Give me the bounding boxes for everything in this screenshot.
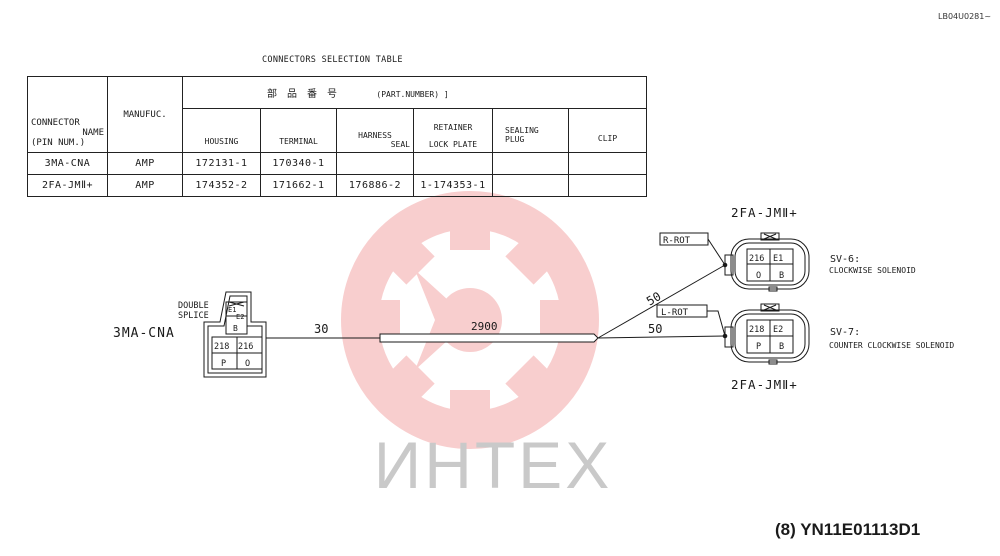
cell-harness-seal: 176886-2 (336, 174, 414, 197)
bottom-pin-b: E2 (773, 325, 783, 335)
header-housing: HOUSING (182, 108, 261, 153)
header-part-number: 部 品 番 号 (PART.NUMBER) ] (181, 76, 648, 109)
table-title: CONNECTORS SELECTION TABLE (262, 55, 403, 65)
splice-label-line2: SPLICE (178, 311, 209, 321)
bottom-pin-c: P (756, 342, 761, 352)
table-header-row-2: HOUSING TERMINAL HARNESS SEAL RETAINER L… (28, 108, 648, 153)
left-pin-e1: E1 (228, 306, 236, 314)
bottom-connector-body (724, 303, 810, 365)
watermark-gear-icon (341, 191, 599, 449)
top-connector-name: 2FA-JMⅡ+ (731, 205, 798, 220)
top-tag: R-ROT (663, 236, 691, 246)
table-header-row-1: CONNECTOR NAME (PIN NUM.) MANUFUC. 部 品 番… (27, 76, 648, 153)
header-terminal: TERMINAL (260, 108, 337, 153)
cell-housing: 174352-2 (182, 174, 261, 197)
connectors-selection-table: CONNECTOR NAME (PIN NUM.) MANUFUC. 部 品 番… (27, 76, 648, 197)
left-pin-216: 216 (238, 342, 253, 352)
cell-clip (567, 174, 648, 197)
wire-harness (266, 262, 728, 343)
top-pin-d: B (779, 271, 784, 281)
bottom-solenoid-id: SV-7: (830, 327, 860, 338)
header-retainer: RETAINER LOCK PLATE (413, 108, 493, 153)
top-solenoid-id: SV-6: (830, 254, 860, 265)
bottom-tag: L-ROT (661, 308, 689, 318)
branch-length-upper: 50 (644, 289, 664, 308)
cell-clip (567, 152, 648, 175)
cell-harness-seal (336, 152, 414, 175)
cell-connector: 3MA-CNA (27, 152, 108, 175)
header-clip: CLIP (567, 108, 648, 153)
splice-label-line1: DOUBLE (178, 301, 209, 311)
left-pin-e2: E2 (236, 313, 244, 321)
top-pin-c: O (756, 271, 761, 281)
left-pin-218: 218 (214, 342, 229, 352)
left-connector-3ma-cna (203, 291, 267, 378)
cell-connector: 2FA-JMⅡ+ (27, 174, 108, 197)
bottom-pin-a: 218 (749, 325, 764, 335)
bottom-solenoid-desc: COUNTER CLOCKWISE SOLENOID (829, 341, 954, 350)
cell-sealing-plug (492, 152, 569, 175)
document-code: LB04U0281~ (938, 12, 992, 21)
top-pin-b: E1 (773, 254, 783, 264)
watermark-text: ИНТЕХ (374, 428, 612, 502)
cell-retainer (413, 152, 493, 175)
bottom-connector-name: 2FA-JMⅡ+ (731, 377, 798, 392)
top-pin-a: 216 (749, 254, 764, 264)
bottom-pin-d: B (779, 342, 784, 352)
left-connector-name: 3MA-CNA (113, 326, 175, 341)
cell-housing: 172131-1 (182, 152, 261, 175)
top-solenoid-desc: CLOCKWISE SOLENOID (829, 266, 916, 275)
cell-manufacturer: AMP (107, 174, 183, 197)
document-footer-code: (8) YN11E01113D1 (775, 520, 921, 539)
wire-length-left: 30 (314, 322, 328, 336)
header-sealing-plug: SEALING PLUG (492, 108, 569, 153)
left-pin-b: B (233, 324, 238, 333)
cell-terminal: 170340-1 (260, 152, 337, 175)
harness-length: 2900 (471, 320, 498, 333)
top-connector-body (724, 232, 810, 292)
left-pin-p: P (221, 359, 226, 369)
header-harness-seal: HARNESS SEAL (336, 108, 414, 153)
table-row: 2FA-JMⅡ+ AMP 174352-2 171662-1 176886-2 … (27, 174, 648, 197)
cell-manufacturer: AMP (107, 152, 183, 175)
header-connector-name: CONNECTOR NAME (PIN NUM.) (27, 76, 108, 153)
header-manufacturer: MANUFUC. (107, 76, 183, 153)
cell-terminal: 171662-1 (260, 174, 337, 197)
left-pin-o: O (245, 359, 250, 369)
branch-length-lower: 50 (648, 322, 662, 336)
table-row: 3MA-CNA AMP 172131-1 170340-1 (27, 152, 648, 175)
cell-sealing-plug (492, 174, 569, 197)
cell-retainer: 1-174353-1 (413, 174, 493, 197)
